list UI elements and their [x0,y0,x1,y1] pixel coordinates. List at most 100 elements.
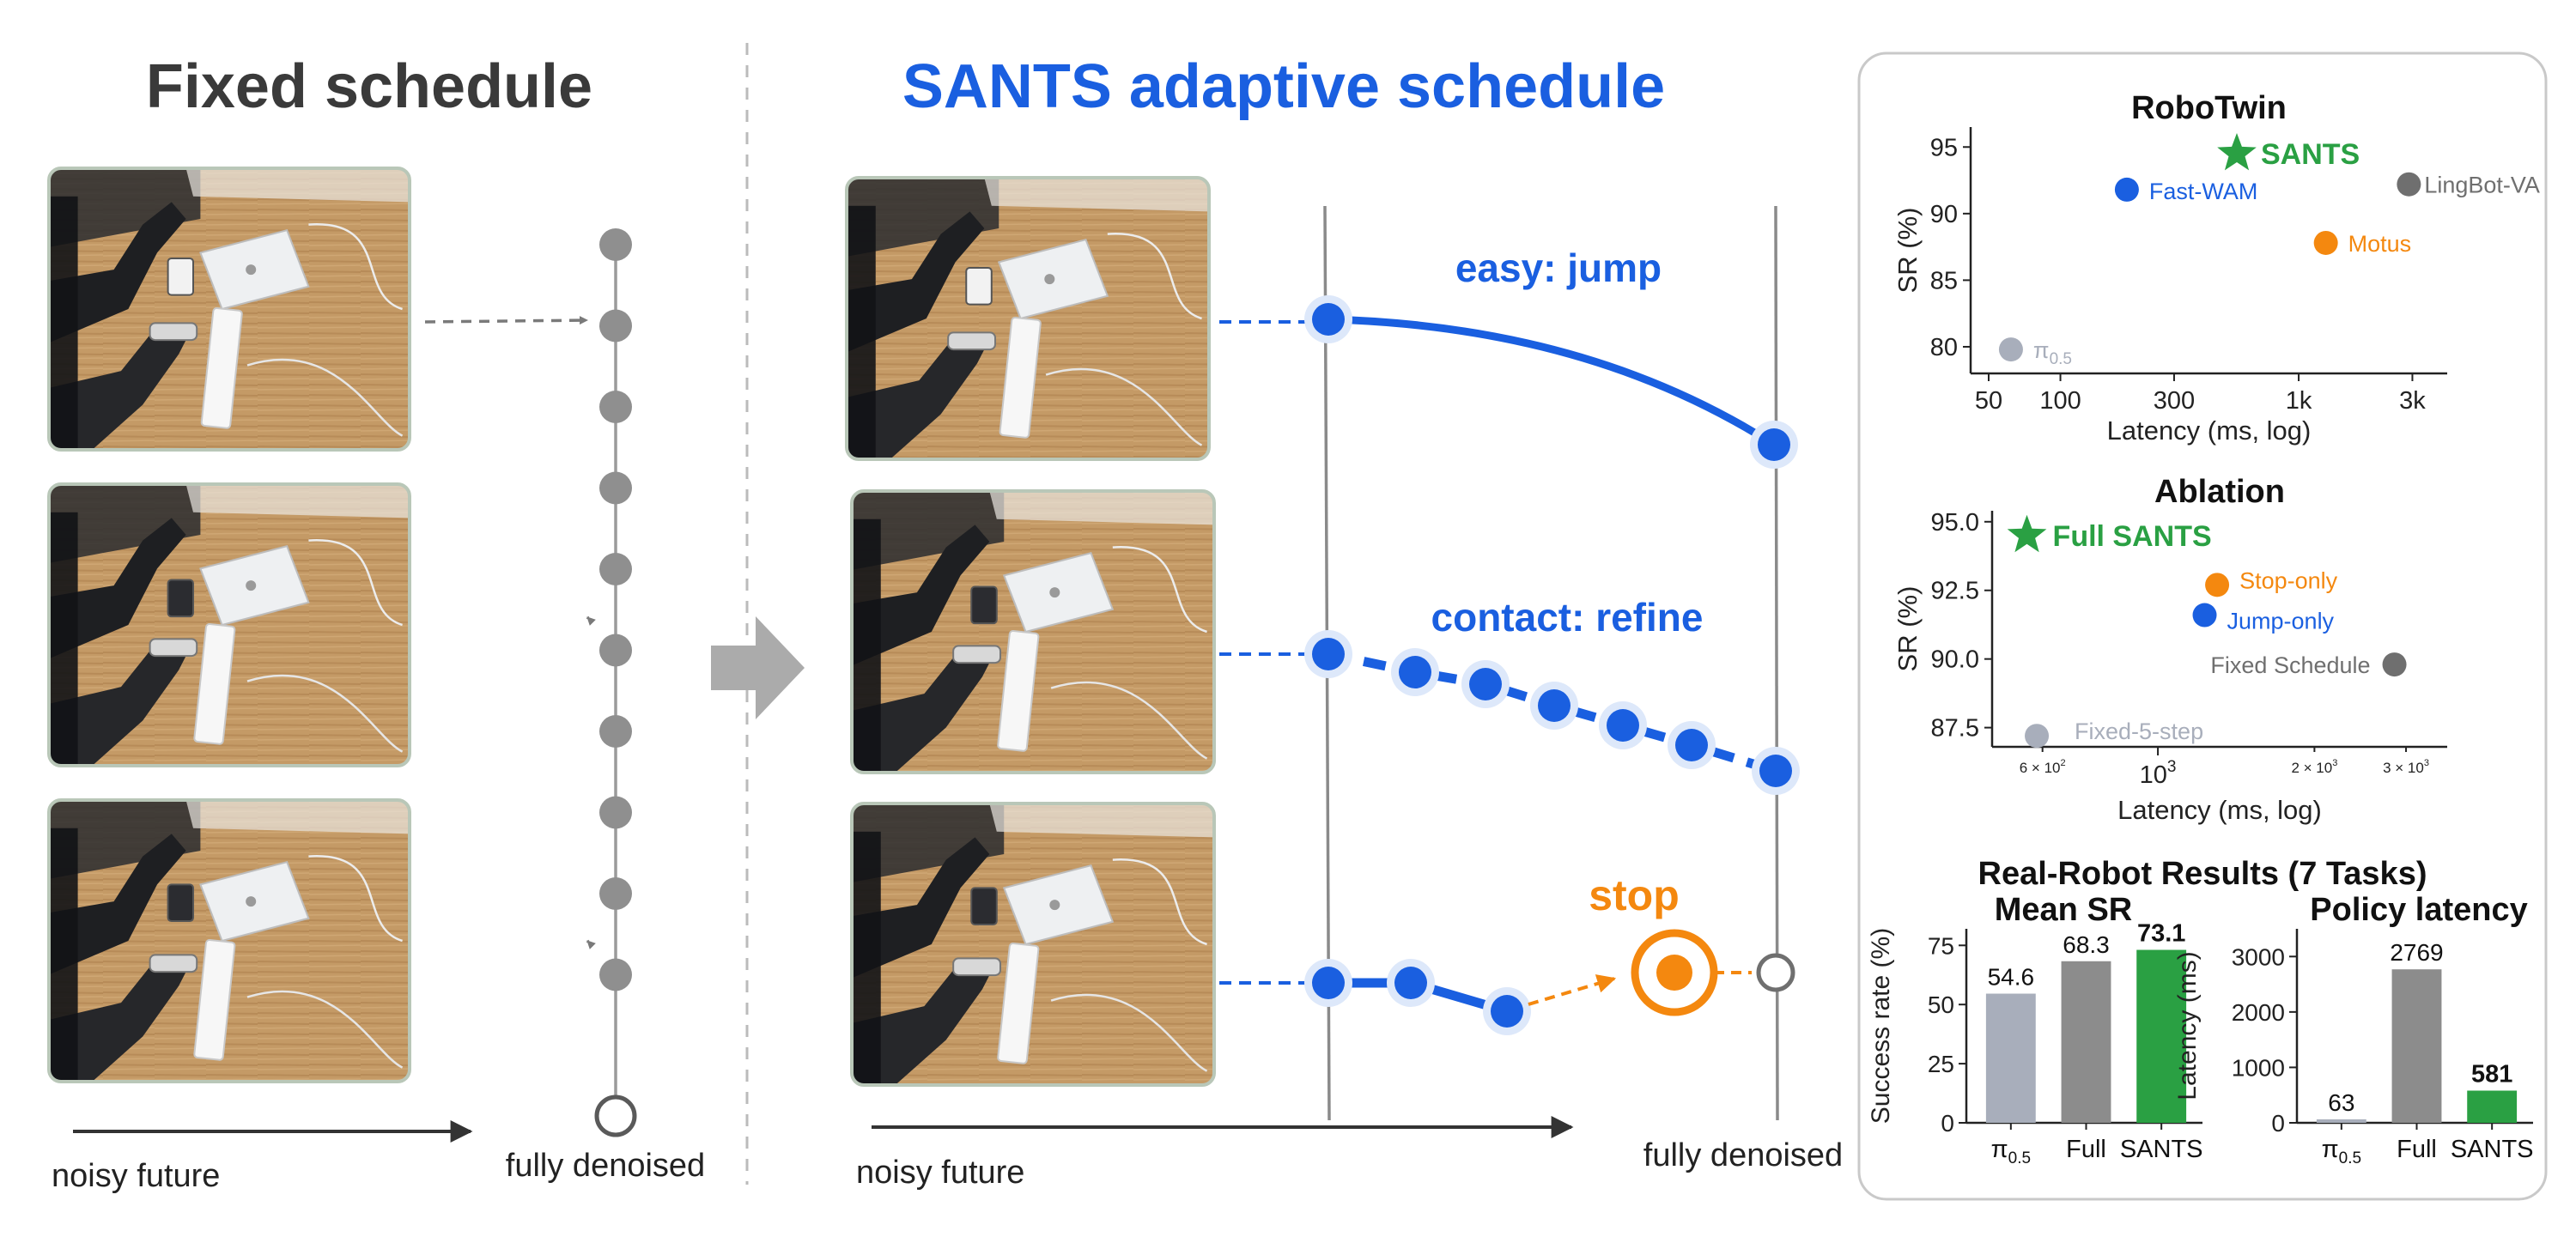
robotwin-point-2 [2114,177,2139,202]
fixed-frame-3 [47,798,411,1083]
robot-arm-lower [49,325,193,450]
ablation-x-tick-exp: 3 [2167,758,2177,776]
robotwin-point-label: LingBot-VA [2424,173,2540,198]
stop-dashed-arrow [1528,974,1617,1006]
ablation-point-star [2007,514,2047,553]
gripper-lower [149,638,198,658]
cable-2 [308,539,403,627]
cable [246,990,404,1069]
chain-step-5 [599,553,632,585]
chain-step-6 [599,634,632,667]
ablation-x-tick-label: 3 × 103 [2383,758,2429,776]
power-strip [193,622,236,745]
cable-2 [308,223,403,311]
scene-content [49,168,410,450]
gripper-lower [947,331,997,351]
gripper-upper [167,883,195,923]
stop-step-3 [1491,995,1523,1028]
ablation-x-tick-exp: 2 [2061,758,2066,768]
row-easy-jump: easy: jump [1219,246,1798,469]
fully-denoised-label-mid: fully denoised [1643,1137,1843,1173]
scene-border [47,798,411,1083]
scene-content [852,491,1214,773]
robotwin-point-4 [2313,230,2338,255]
frame-arrow-1 [424,316,588,325]
refine-step-3 [1469,668,1502,700]
stop-step-2 [1394,967,1427,999]
robotwin-point-label: Motus [2348,231,2412,257]
laptop-logo [246,264,257,276]
scene-content [847,178,1209,459]
laptop-logo [1044,274,1055,285]
robot-arm-lower [847,335,992,459]
robot-base [49,196,78,450]
gripper-upper [970,887,998,926]
policy-latency-bar-2 [2391,969,2442,1123]
mean-sr-bar-3 [2136,949,2187,1123]
mean-sr-value-label-1: 54.6 [1988,964,2035,991]
robotwin-x-tick-label: 300 [2154,387,2195,415]
gripper-lower [149,322,198,342]
robot-base [852,831,881,1085]
power-strip [997,942,1040,1064]
robot-base [847,205,876,459]
robotwin-y-tick-label: 95 [1930,134,1958,161]
mean-sr-y-tick-label: 25 [1928,1051,1954,1077]
cable [1045,367,1203,446]
refine-step-7 [1759,755,1792,787]
fixed-schedule-panel: Fixed schedule noisy future fully denois… [47,52,705,1194]
ablation-point-4 [2382,652,2407,677]
robotwin-x-tick-label: 3k [2399,387,2426,415]
cable-2 [1107,233,1202,320]
chain-step-2 [599,309,632,343]
jump-start-dot [1312,303,1345,336]
robotwin-xlabel: Latency (ms, log) [2107,415,2312,446]
back-wall [989,803,1214,838]
policy-latency-category-label-3: SANTS [2451,1136,2534,1163]
ablation-y-tick-label: 90.0 [1931,646,1979,674]
ablation-point-3 [2192,603,2217,628]
robotwin-point-label: SANTS [2261,138,2360,171]
frame-arrow-2 [586,615,596,626]
mean-sr-bar-1 [1985,993,2036,1123]
scene-border [47,167,411,452]
fixed-frame-2 [47,482,411,767]
laptop-logo [1049,900,1060,911]
power-strip [999,316,1042,439]
robotwin-point-5 [1998,337,2023,362]
scene-content [49,800,410,1082]
laptop-logo [246,896,257,907]
back-wall [185,168,410,203]
ablation-point-label: Jump-only [2227,609,2335,634]
ablation-x-tick-exp: 3 [2332,758,2337,768]
chain-step-1 [599,228,632,261]
cable [1050,681,1208,760]
mean-sr-ylabel: Success rate (%) [1867,928,1895,1124]
fixed-schedule-frames [47,167,411,1083]
gripper-upper [965,266,993,306]
refine-step-5 [1607,709,1639,742]
transition-arrow [711,616,805,719]
robotwin-ylabel: SR (%) [1893,208,1923,294]
cable-2 [1112,546,1207,634]
back-wall [185,484,410,518]
chain-step-9 [599,877,632,910]
robot-arm-lower [49,641,193,766]
robot-arm-upper [852,837,990,979]
cable [246,358,404,437]
robotwin-point-3 [2397,172,2421,197]
laptop-logo [246,580,257,591]
back-wall [989,491,1214,525]
jump-end-dot [1758,428,1790,461]
mean-sr-value-label-2: 68.3 [2063,931,2110,958]
scene-content [49,484,410,766]
policy-latency-value-label-3: 581 [2471,1060,2512,1088]
refine-step-4 [1538,689,1571,722]
sants-frames [845,176,1216,1087]
jump-curve [1327,315,1777,448]
laptop-logo [1049,587,1060,598]
mean-sr-y-tick-label: 50 [1928,991,1954,1018]
